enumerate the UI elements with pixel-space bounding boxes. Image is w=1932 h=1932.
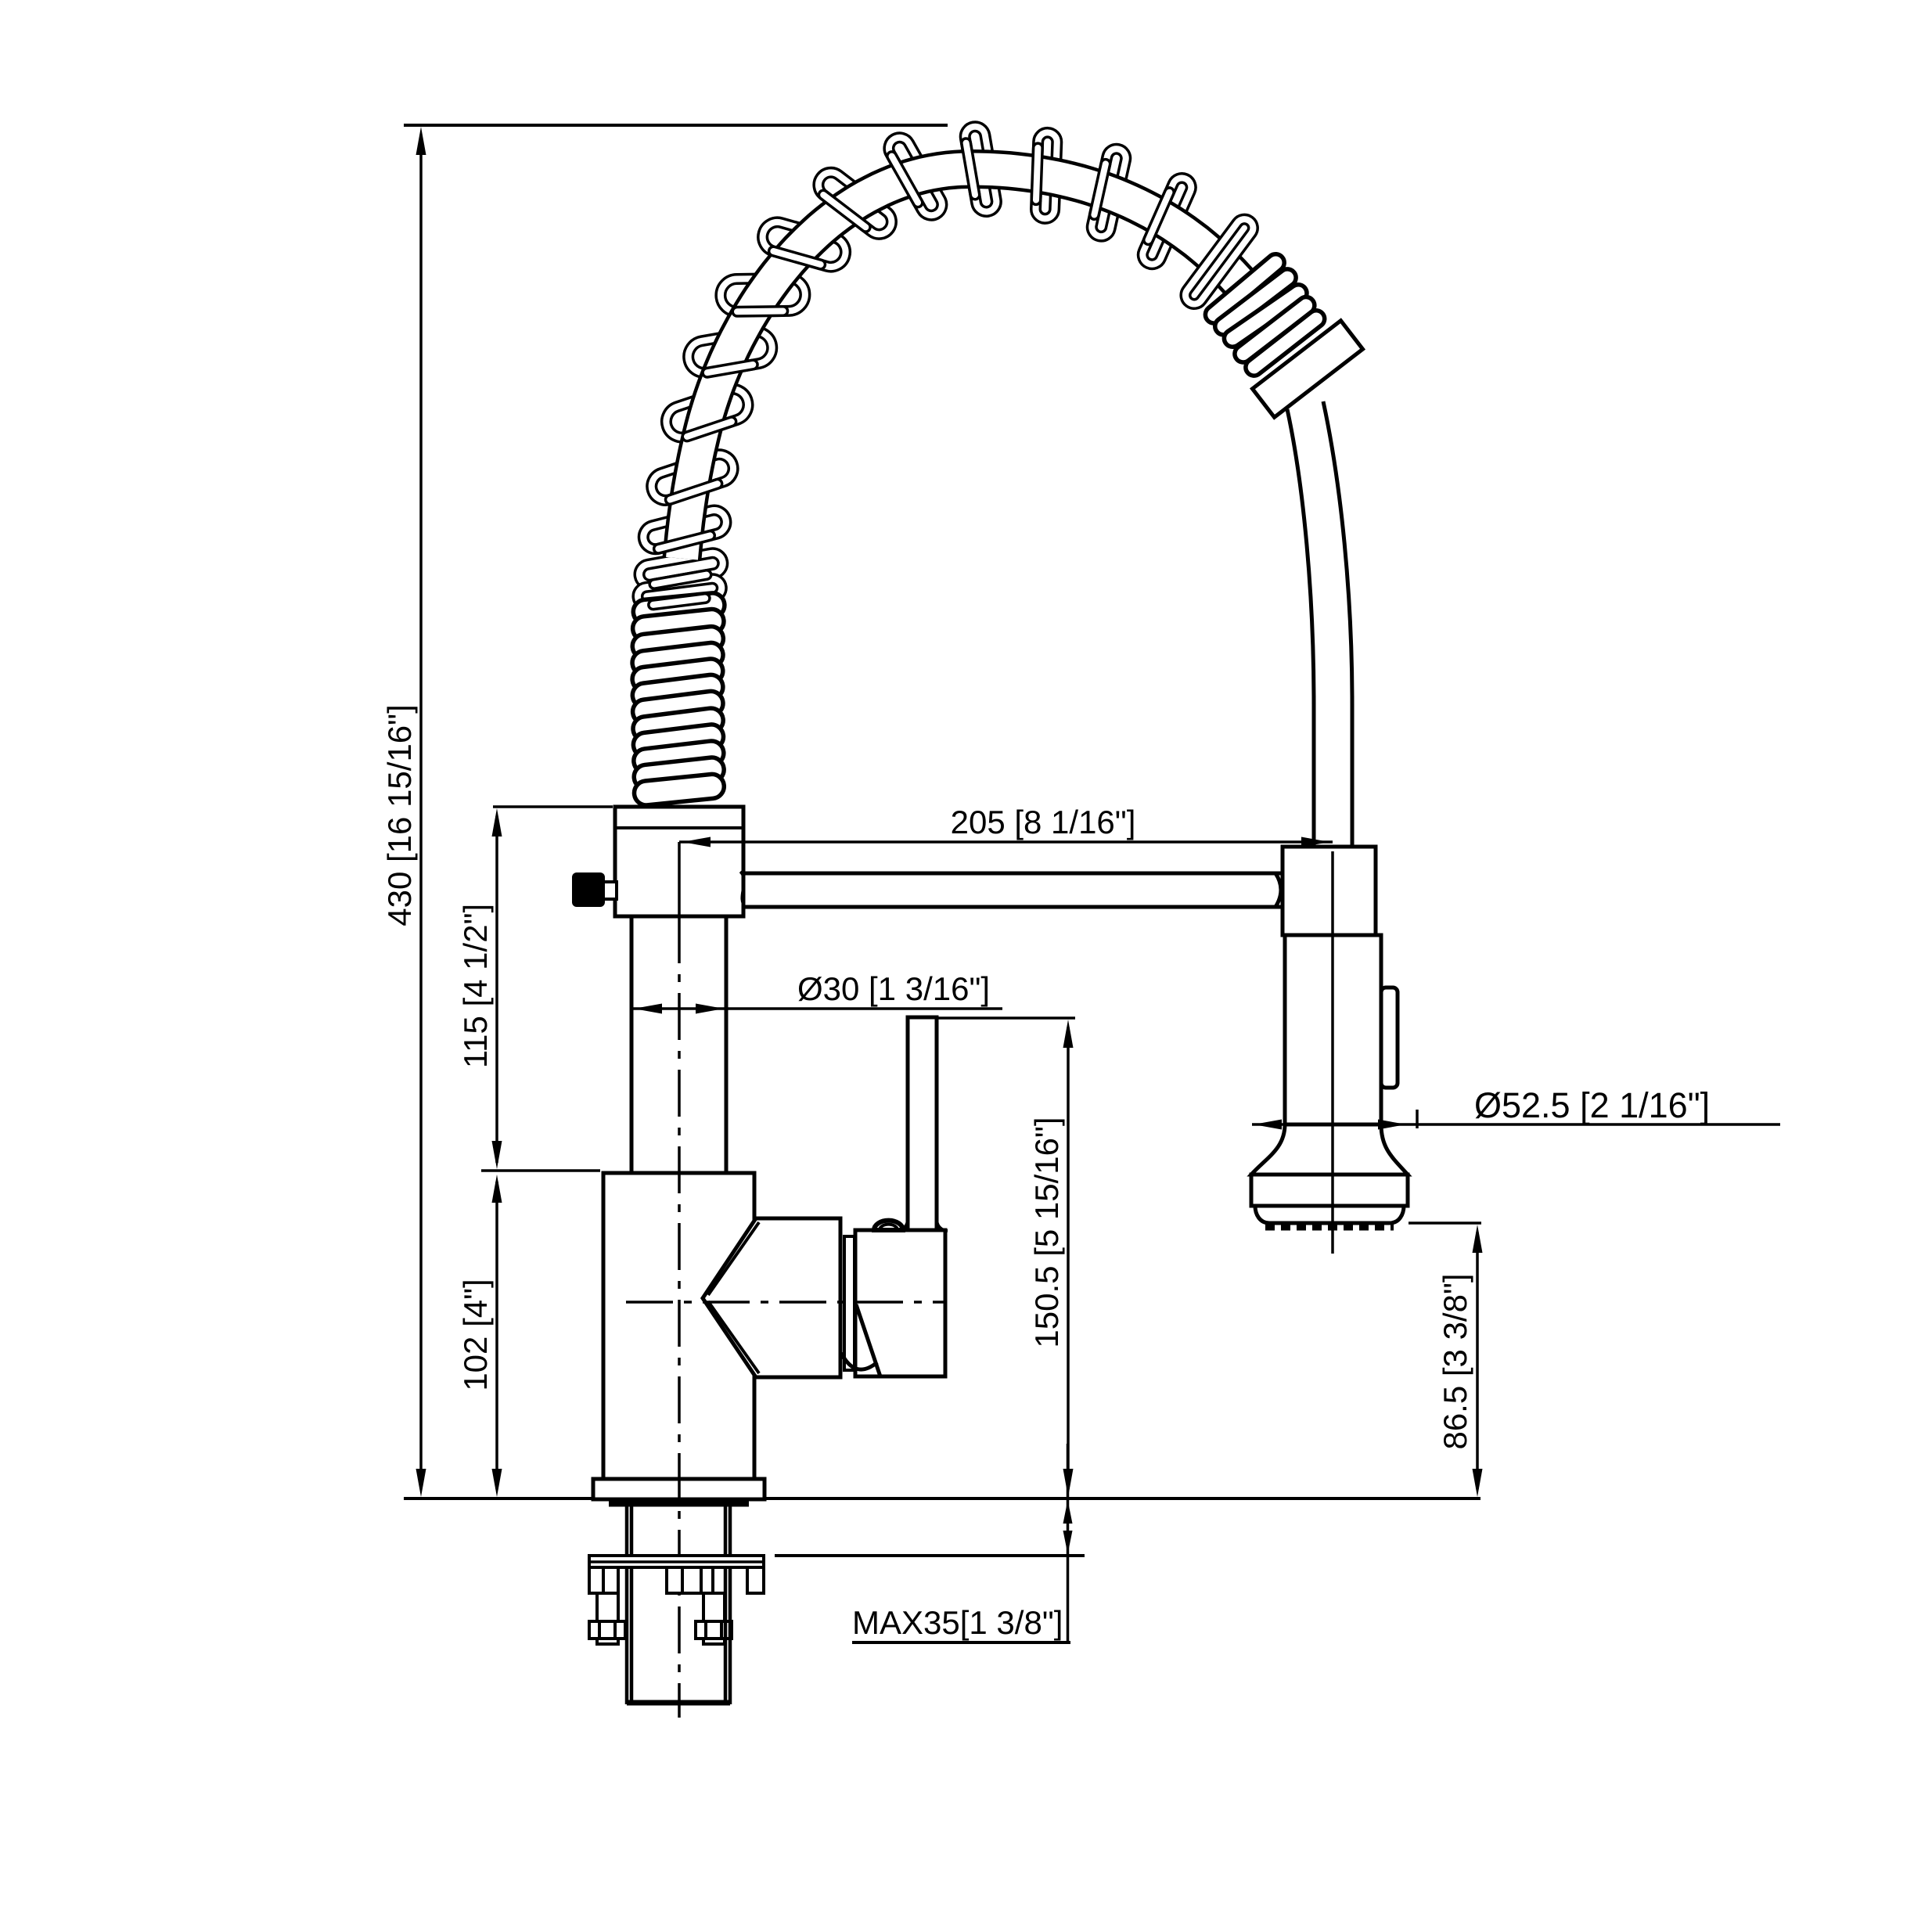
svg-text:115 [4 1/2"]: 115 [4 1/2"]	[457, 904, 494, 1068]
svg-text:Ø30 [1 3/16"]: Ø30 [1 3/16"]	[797, 970, 990, 1007]
svg-text:Ø52.5 [2 1/16"]: Ø52.5 [2 1/16"]	[1474, 1085, 1710, 1125]
svg-text:430 [16 15/16"]: 430 [16 15/16"]	[381, 704, 418, 926]
svg-text:MAX35[1 3/8"]: MAX35[1 3/8"]	[852, 1604, 1063, 1641]
svg-text:102 [4"]: 102 [4"]	[457, 1279, 494, 1391]
svg-text:150.5 [5 15/16"]: 150.5 [5 15/16"]	[1028, 1117, 1065, 1347]
svg-text:86.5 [3 3/8"]: 86.5 [3 3/8"]	[1437, 1273, 1473, 1449]
svg-text:205 [8 1/16"]: 205 [8 1/16"]	[951, 804, 1136, 840]
